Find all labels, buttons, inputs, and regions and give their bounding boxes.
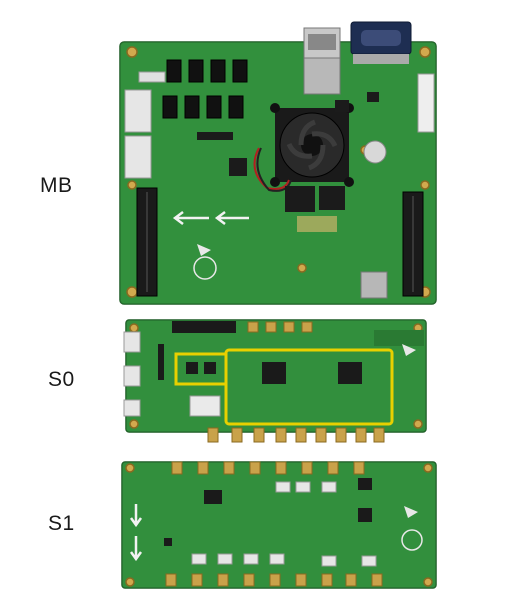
cooling-fan [270, 103, 354, 187]
mb-board-photo [119, 21, 437, 305]
s0-board-photo [123, 319, 427, 443]
s1-label: S1 [48, 512, 75, 535]
s0-label: S0 [48, 368, 75, 391]
s1-board-photo [121, 461, 437, 589]
mb-label: MB [40, 174, 73, 197]
mounting-holes [126, 46, 431, 298]
highlight-boxes [174, 348, 394, 426]
